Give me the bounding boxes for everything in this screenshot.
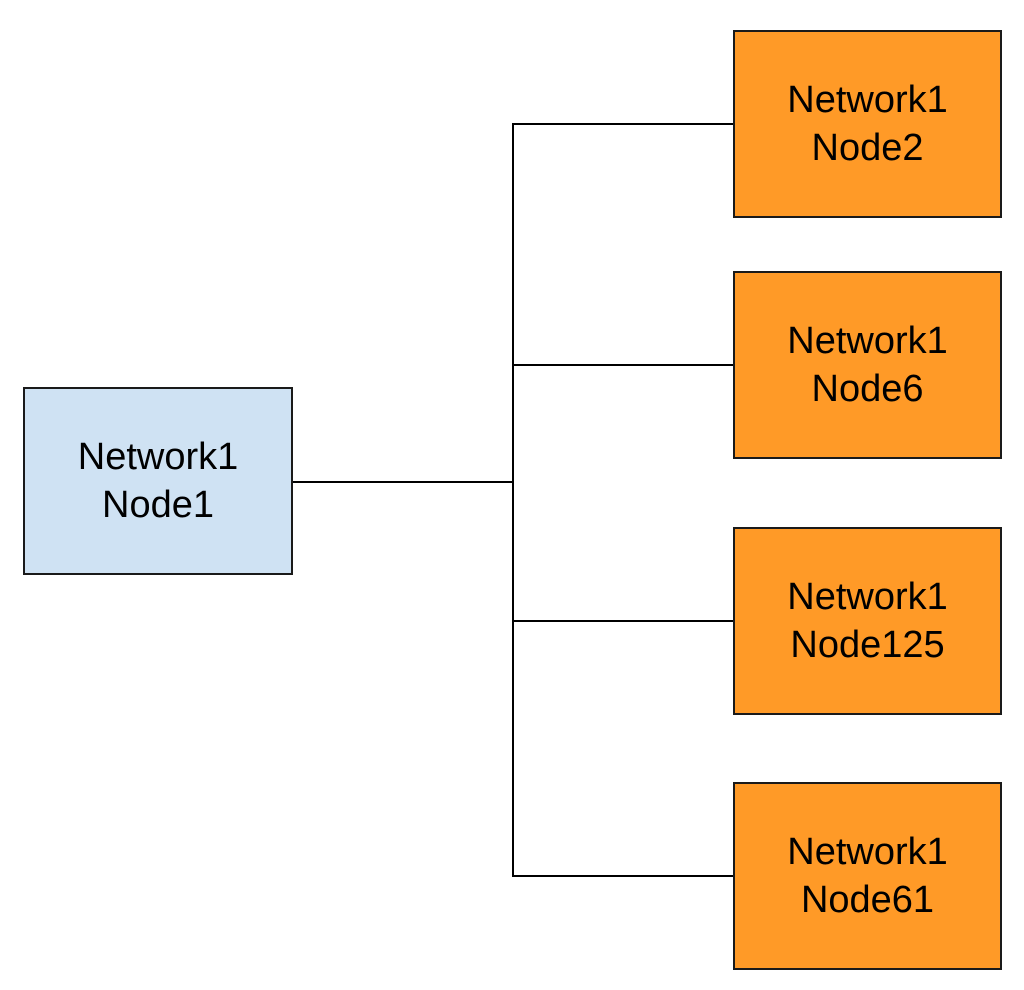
target-node-line1: Network1 — [787, 79, 948, 121]
target-node-line1: Network1 — [787, 831, 948, 873]
source-node-line2: Node1 — [102, 484, 214, 526]
target-node-node125: Network1 Node125 — [733, 527, 1002, 715]
target-node-line1: Network1 — [787, 576, 948, 618]
target-node-line2: Node125 — [790, 624, 945, 666]
target-node-node2: Network1 Node2 — [733, 30, 1002, 218]
source-node: Network1 Node1 — [23, 387, 293, 575]
target-node-line2: Node61 — [800, 879, 935, 921]
target-node-line1: Network1 — [787, 320, 948, 362]
target-node-node6: Network1 Node6 — [733, 271, 1002, 459]
target-node-node61: Network1 Node61 — [733, 782, 1002, 970]
target-node-line2: Node6 — [811, 368, 924, 410]
target-node-line2: Node2 — [811, 127, 924, 169]
source-node-line1: Network1 — [77, 436, 239, 478]
